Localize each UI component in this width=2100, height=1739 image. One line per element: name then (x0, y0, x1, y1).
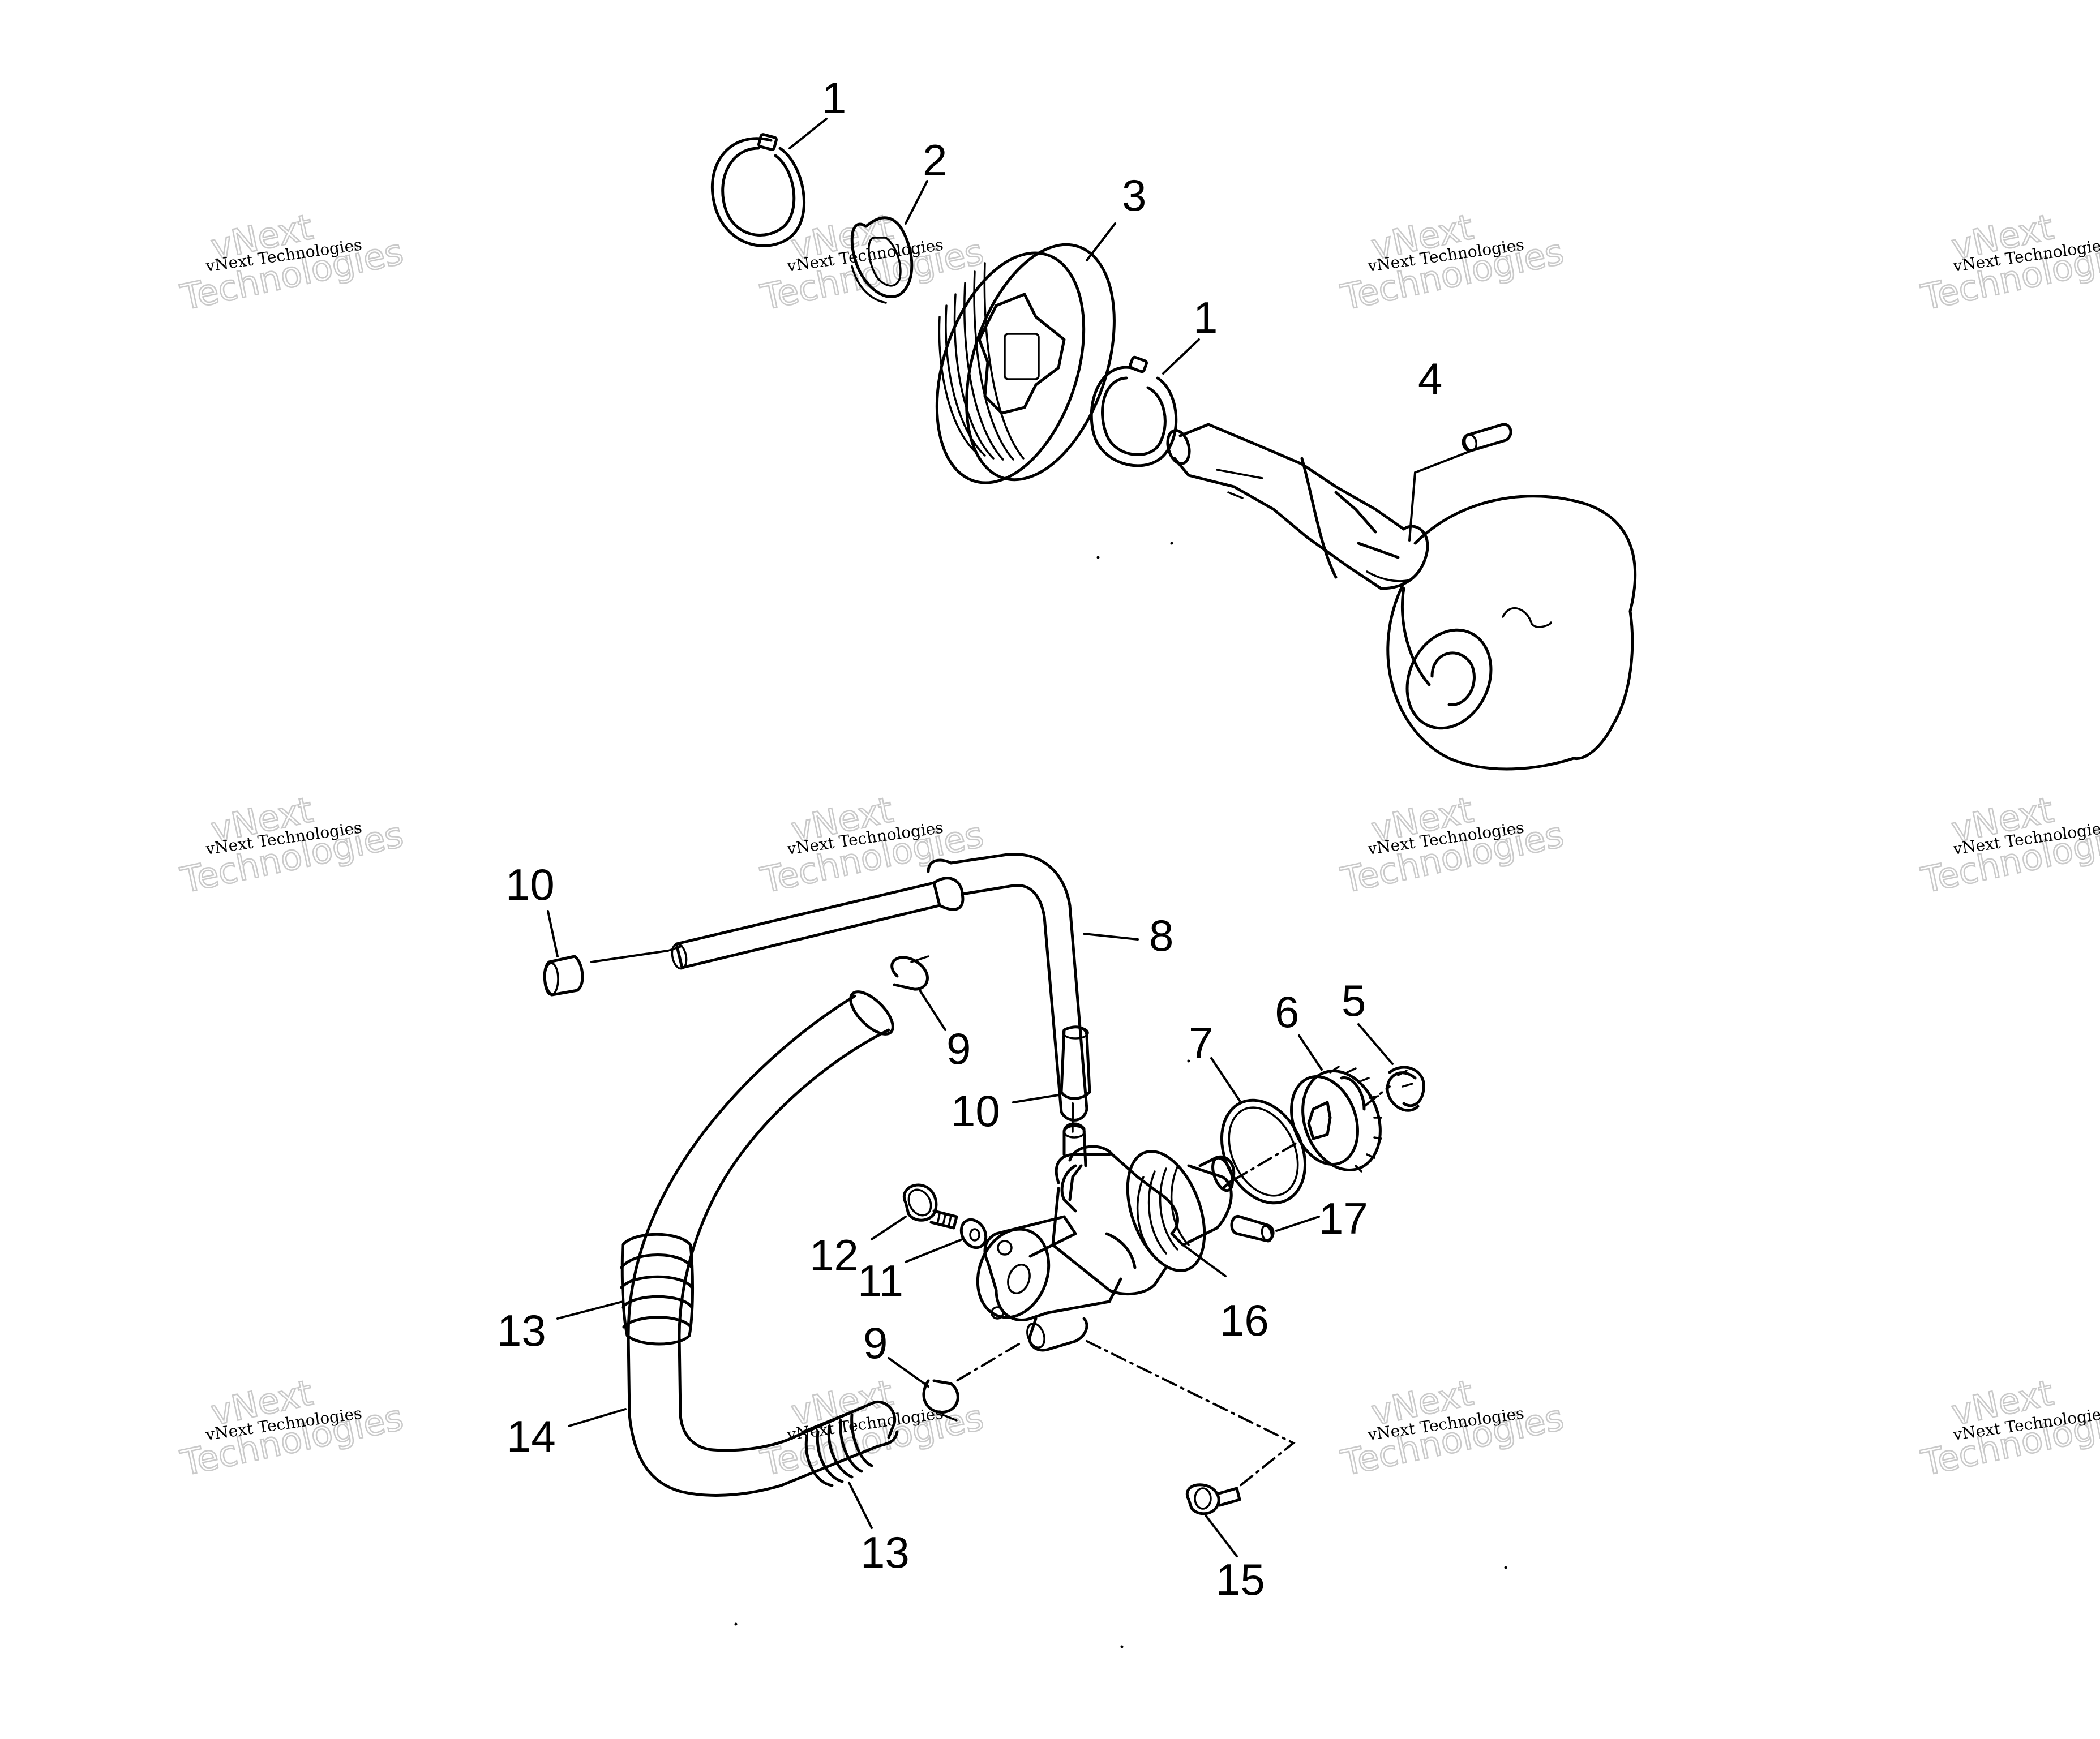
part-5-e-clip (1386, 1066, 1425, 1112)
part-15-screw (1185, 1483, 1241, 1515)
leader-9a (919, 989, 946, 1031)
assembly-line-pump-to-hose (955, 1343, 1020, 1382)
speck (1120, 1645, 1124, 1648)
callout-4: 4 (1418, 354, 1442, 403)
leader-13a (556, 1300, 624, 1320)
part-16-oil-pump (976, 1108, 1236, 1352)
callout-14: 14 (507, 1411, 556, 1461)
part-8-long-hose (667, 853, 1088, 1122)
part-6-gear (1290, 1066, 1382, 1173)
callout-3: 3 (1122, 170, 1146, 220)
callout-5: 5 (1342, 976, 1366, 1025)
leader-11 (905, 1238, 963, 1263)
leader-7 (1210, 1057, 1241, 1102)
leader-16 (1182, 1244, 1227, 1277)
callout-1-top: 1 (822, 73, 846, 123)
part-10-sleeve-lower (1060, 1025, 1091, 1100)
assembly-line-shaft-to-oring (1233, 1142, 1297, 1181)
leader-2 (905, 180, 928, 225)
leader-17 (1275, 1216, 1320, 1232)
leader-8 (1083, 933, 1139, 941)
part-13-clamp-upper (620, 1233, 695, 1346)
leader-1b (1162, 338, 1200, 375)
leader-10a-axis (590, 950, 669, 963)
callout-10-lower: 10 (951, 1086, 1000, 1136)
callout-9-lower: 9 (863, 1318, 888, 1368)
part-13-clamp-lower (802, 1410, 873, 1487)
assembly-line-gear-to-clip (1363, 1085, 1391, 1107)
leader-3 (1086, 222, 1116, 261)
part-4-pin (1462, 423, 1512, 452)
speck (1187, 1059, 1190, 1063)
callout-16: 16 (1220, 1295, 1269, 1345)
speck (1170, 542, 1173, 545)
leader-10b (1012, 1094, 1060, 1103)
speck (1096, 556, 1100, 559)
leader-15 (1205, 1514, 1238, 1557)
callout-13-upper: 13 (497, 1306, 546, 1355)
leader-9b (888, 1357, 929, 1388)
part-3-pulley (935, 243, 1116, 484)
callout-11: 11 (858, 1256, 903, 1306)
callout-1-lower: 1 (1193, 293, 1218, 342)
callout-6: 6 (1275, 987, 1299, 1037)
callout-13-lower: 13 (860, 1527, 910, 1577)
part-12-bolt (902, 1183, 958, 1230)
leader-13b (848, 1482, 873, 1529)
callout-9-upper: 9 (946, 1024, 971, 1074)
part-1-circlip-lower (1090, 355, 1178, 467)
part-1-circlip-top (710, 133, 806, 247)
callout-17: 17 (1319, 1193, 1368, 1243)
leader-6 (1298, 1034, 1323, 1071)
leader-5 (1357, 1023, 1394, 1065)
part-17-pin (1230, 1215, 1275, 1243)
speck (1504, 1566, 1507, 1569)
part-9-clip-upper (890, 955, 929, 991)
assembly-line-screw (1086, 1340, 1296, 1489)
speck (734, 1622, 738, 1626)
leader-4 (1408, 450, 1472, 542)
part-11-washer (959, 1218, 988, 1249)
callout-8: 8 (1149, 911, 1173, 960)
part-10-sleeve-left (543, 955, 584, 997)
part-9-clip-lower (922, 1379, 959, 1422)
callout-12: 12 (809, 1230, 859, 1280)
callout-15: 15 (1216, 1555, 1265, 1604)
callout-10-left: 10 (505, 860, 555, 909)
crankshaft-flywheel (1166, 423, 1637, 771)
leader-12 (871, 1216, 907, 1240)
callout-7: 7 (1189, 1018, 1213, 1068)
part-14-main-hose (627, 990, 899, 1497)
leader-1a (788, 118, 828, 149)
leader-14 (568, 1408, 627, 1427)
leader-10a (547, 910, 559, 957)
callout-2: 2 (923, 135, 947, 185)
part-2-washer (850, 216, 914, 304)
